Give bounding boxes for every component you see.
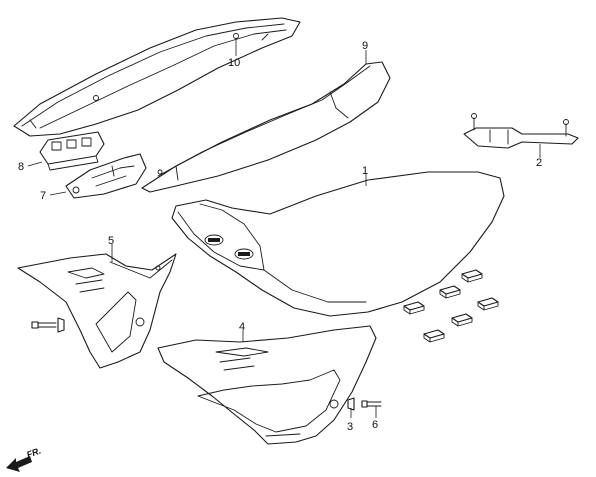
part-6-bolt (361, 400, 382, 408)
callouts: 1 2 3 4 5 6 7 8 9 10 (18, 40, 542, 433)
direction-label: FR. (25, 446, 42, 460)
callout-1: 1 (362, 165, 368, 177)
part-9-rear-cowl (141, 61, 391, 193)
callout-2: 2 (536, 157, 542, 169)
part-5-left-side-cover (17, 253, 177, 369)
part-7-lower-bracket (65, 153, 147, 199)
part-2-seat-bracket (463, 113, 579, 149)
callout-5: 5 (108, 235, 114, 247)
bolt-left-side (31, 317, 65, 333)
callout-10: 10 (228, 57, 240, 69)
callout-3: 3 (347, 421, 353, 433)
callout-7: 7 (40, 190, 46, 202)
front-direction-arrow: FR. (6, 446, 42, 472)
leader-lines (27, 38, 541, 418)
part-4-right-side-cover (157, 325, 377, 445)
part-8-bracket (39, 131, 105, 171)
callout-9: 9 (362, 40, 368, 52)
seat-pads (403, 269, 499, 343)
part-1-seat (171, 171, 505, 317)
callout-6: 6 (372, 419, 378, 431)
part-10-tail-cover (13, 17, 301, 137)
callout-4: 4 (239, 321, 245, 333)
callout-8: 8 (18, 161, 24, 173)
arrow-left-icon (6, 456, 32, 472)
part-3-grommet (347, 397, 355, 411)
